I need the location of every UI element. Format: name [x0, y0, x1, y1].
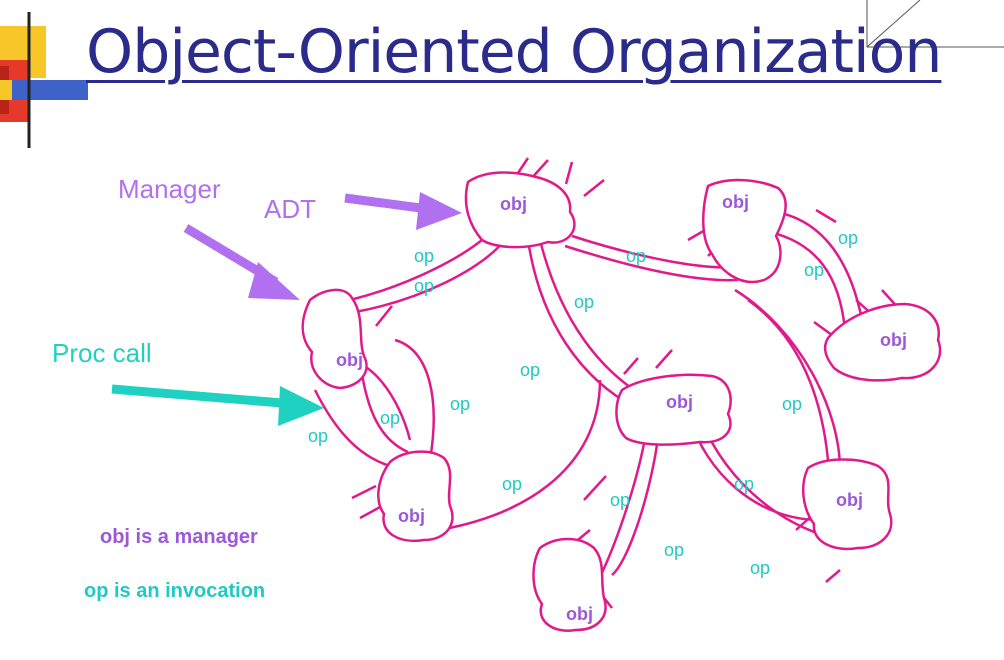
- accent-blue-bar: [0, 80, 88, 100]
- op-label: op: [380, 408, 400, 428]
- op-label: op: [610, 490, 630, 510]
- object-node: [301, 288, 368, 390]
- object-labels: obj obj obj obj obj obj obj obj: [336, 192, 907, 624]
- object-node: [823, 302, 942, 382]
- op-label: op: [450, 394, 470, 414]
- link-stub: [359, 504, 383, 520]
- link-stub: [583, 475, 607, 501]
- op-label: op: [804, 260, 824, 280]
- adt-arrow-shaft: [344, 193, 429, 214]
- op-label: op: [502, 474, 522, 494]
- invocation-curve: [526, 239, 641, 412]
- manager-arrow-head: [248, 262, 300, 300]
- op-label: op: [414, 246, 434, 266]
- proc-call-arrow-shaft: [111, 384, 283, 408]
- invocation-curve: [313, 389, 399, 470]
- op-label: op: [574, 292, 594, 312]
- object-node: [532, 537, 607, 632]
- object-node: [464, 171, 576, 249]
- slide-title: Object-Oriented Organization: [86, 17, 942, 87]
- op-label: op: [782, 394, 802, 414]
- object-label: obj: [398, 506, 425, 526]
- legend-op: op is an invocation: [84, 580, 265, 602]
- link-stub: [375, 305, 393, 327]
- object-node: [801, 458, 893, 551]
- annotation-arrows: [111, 192, 462, 426]
- op-label: op: [664, 540, 684, 560]
- link-stub: [655, 349, 673, 369]
- adt-label: ADT: [264, 194, 316, 224]
- invocation-curve: [734, 288, 842, 471]
- corner-line-diagonal: [866, 0, 921, 48]
- proc-call-arrow-head: [278, 386, 324, 426]
- op-label: op: [838, 228, 858, 248]
- object-label: obj: [500, 194, 527, 214]
- object-node: [701, 178, 787, 284]
- op-label: op: [734, 474, 754, 494]
- invocation-curve: [360, 373, 409, 454]
- object-node: [377, 450, 454, 543]
- link-stub: [564, 161, 574, 185]
- object-node: [615, 373, 732, 446]
- invocation-curve: [354, 239, 506, 314]
- accent-yellow-cap: [0, 80, 12, 100]
- link-stub: [623, 357, 639, 375]
- link-stub: [583, 179, 605, 197]
- object-label: obj: [836, 490, 863, 510]
- object-label: obj: [336, 350, 363, 370]
- link-stub: [815, 208, 837, 224]
- objects-layer: [301, 171, 942, 632]
- adt-arrow-head: [416, 192, 462, 230]
- object-label: obj: [666, 392, 693, 412]
- op-label: op: [308, 426, 328, 446]
- invocation-curve: [424, 379, 602, 534]
- manager-label: Manager: [118, 174, 221, 204]
- proc-call-label: Proc call: [52, 338, 152, 368]
- object-label: obj: [566, 604, 593, 624]
- op-label: op: [750, 558, 770, 578]
- invocation-curve: [394, 338, 435, 461]
- link-stub: [825, 569, 841, 583]
- op-label: op: [414, 276, 434, 296]
- invocation-curve: [759, 228, 847, 331]
- object-label: obj: [722, 192, 749, 212]
- invocation-curve: [564, 244, 739, 282]
- legend-obj: obj is a manager: [100, 526, 258, 548]
- invocation-curve: [747, 298, 830, 461]
- link-stub: [351, 484, 377, 500]
- op-label: op: [626, 246, 646, 266]
- op-label: op: [520, 360, 540, 380]
- object-label: obj: [880, 330, 907, 350]
